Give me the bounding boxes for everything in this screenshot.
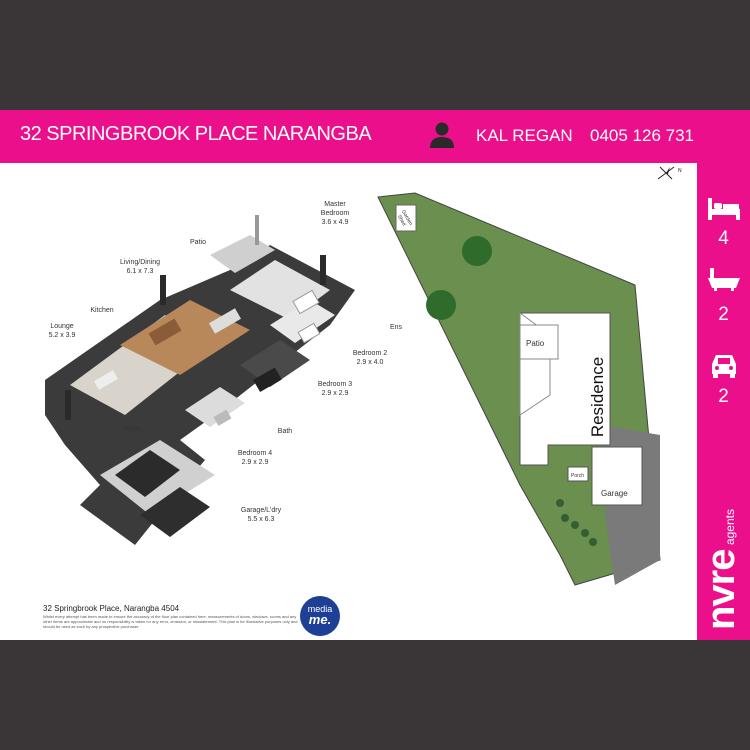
room-name: Bedroom 4 [237, 450, 273, 457]
features-sidebar [697, 163, 750, 640]
room-name: Living/Dining [119, 259, 161, 266]
media-me-logo-bottom: me. [308, 612, 332, 627]
room-label-ens: Ens [384, 323, 408, 332]
bath-icon [708, 268, 740, 291]
media-me-logo: media me. [300, 596, 340, 636]
room-name: Bedroom [320, 210, 350, 217]
room-label-bedroom-4: Bedroom 4 2.9 x 2.9 [230, 449, 280, 467]
room-label-master-bedroom: Master Bedroom 3.6 x 4.9 [310, 200, 360, 227]
room-size: 3.6 x 4.9 [321, 219, 349, 226]
site-label-porch: Porch [571, 473, 585, 479]
room-label-lounge: Lounge 5.2 x 3.9 [42, 322, 82, 340]
garden-shed [395, 204, 417, 232]
room-name: Entry [124, 426, 142, 433]
room-size: 2.9 x 4.0 [356, 359, 384, 366]
room-size: 2.9 x 2.9 [241, 459, 269, 466]
room-label-entry: Entry [118, 425, 148, 434]
agency-brand: nvre [699, 549, 743, 631]
bathrooms-count: 2 [718, 304, 729, 325]
bed-icon [708, 198, 740, 220]
room-label-living-dining: Living/Dining 6.1 x 7.3 [110, 258, 170, 276]
room-name: Bath [277, 428, 293, 435]
agent-name: KAL REGAN [476, 126, 573, 145]
room-name: Ens [389, 324, 403, 331]
media-me-logo-top: media [307, 604, 333, 614]
room-label-bedroom-3: Bedroom 3 2.9 x 2.9 [310, 380, 360, 398]
agency-brand-suffix: agents [723, 509, 737, 546]
compass-icon [657, 166, 675, 180]
site-label-garage: Garage [601, 489, 628, 498]
property-address-title: 32 SPRINGBROOK PLACE NARANGBA [20, 123, 372, 145]
room-label-garage-laundry: Garage/L'dry 5.5 x 6.3 [236, 506, 286, 524]
room-name: Garage/L'dry [240, 507, 282, 514]
agent-phone[interactable]: 0405 126 731 [590, 126, 694, 145]
compass-north-label: N [678, 168, 682, 174]
site-plan [377, 192, 661, 586]
room-name: Master [324, 201, 346, 208]
room-name: Patio [190, 239, 206, 246]
site-label-residence: Residence [588, 356, 607, 438]
footer-address: 32 Springbrook Place, Narangba 4504 [43, 604, 180, 613]
site-label-patio: Patio [526, 339, 545, 348]
room-name: Bedroom 3 [317, 381, 353, 388]
room-size: 6.1 x 7.3 [126, 268, 154, 275]
agency-logo: nvre agents [699, 480, 747, 630]
room-label-patio: Patio [178, 238, 218, 247]
bedrooms-count: 4 [718, 228, 729, 249]
room-label-kitchen: Kitchen [82, 306, 122, 315]
room-name: Bedroom 2 [352, 350, 388, 357]
room-name: Kitchen [90, 307, 114, 314]
agent-person-icon [430, 122, 454, 148]
garages-count: 2 [718, 386, 729, 407]
room-name: Lounge [50, 323, 74, 330]
header-bar [0, 110, 750, 163]
floorplan-3d-illustration [45, 215, 355, 545]
room-label-bath: Bath [270, 427, 300, 436]
room-size: 5.5 x 6.3 [247, 516, 275, 523]
room-label-bedroom-2: Bedroom 2 2.9 x 4.0 [345, 349, 395, 367]
footer-disclaimer: Whilst every attempt has been made to en… [43, 614, 298, 629]
room-size: 2.9 x 2.9 [321, 390, 349, 397]
room-size: 5.2 x 3.9 [48, 332, 76, 339]
car-icon [712, 355, 736, 378]
